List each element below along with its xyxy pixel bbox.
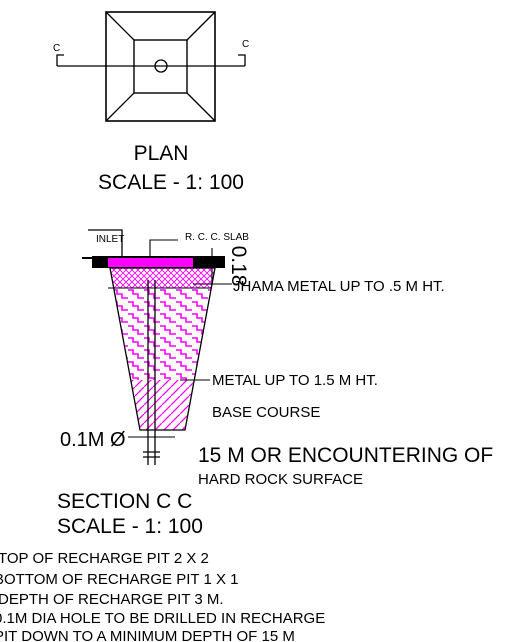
inlet-pipe xyxy=(88,229,123,256)
plan-title: PLAN xyxy=(134,142,189,165)
jhama-metal-layer xyxy=(110,268,215,288)
section-arrow-right xyxy=(238,54,246,66)
note-line: 0.1M DIA HOLE TO BE DRILLED IN RECHARGE xyxy=(0,610,325,627)
section-mark-left: C xyxy=(53,43,60,54)
depth-label-line1: 15 M OR ENCOUNTERING OF xyxy=(198,444,493,467)
note-line: TOP OF RECHARGE PIT 2 X 2 xyxy=(0,550,209,567)
section-view: INLET R. C. C. SLAB 0.18 JHAMA METAL UP … xyxy=(57,229,493,538)
plan-view: C C PLAN SCALE - 1: 100 xyxy=(53,11,249,194)
note-line: DEPTH OF RECHARGE PIT 3 M. xyxy=(0,591,224,608)
metal-label: METAL UP TO 1.5 M HT. xyxy=(212,372,378,389)
ground-line xyxy=(82,257,92,259)
note-line: BOTTOM OF RECHARGE PIT 1 X 1 xyxy=(0,571,239,588)
section-scale: SCALE - 1: 100 xyxy=(57,515,203,538)
pit-outline xyxy=(109,267,216,431)
notes: TOP OF RECHARGE PIT 2 X 2 BOTTOM OF RECH… xyxy=(0,550,325,642)
inlet-label: INLET xyxy=(96,234,124,245)
base-course-label: BASE COURSE xyxy=(212,404,320,421)
rcc-slab-leader xyxy=(149,239,178,256)
slab-top-fill xyxy=(108,258,193,267)
hole-diameter-label: 0.1M Ø xyxy=(60,429,126,451)
section-mark-right: C xyxy=(242,39,249,50)
depth-label-line2: HARD ROCK SURFACE xyxy=(198,471,363,488)
section-title: SECTION C C xyxy=(57,490,192,513)
base-course-layer xyxy=(110,380,215,430)
note-line: PIT DOWN TO A MINIMUM DEPTH OF 15 M xyxy=(0,628,295,642)
section-arrow-left xyxy=(56,54,64,66)
plan-scale: SCALE - 1: 100 xyxy=(98,171,244,194)
slab-dimension: 0.18 xyxy=(227,246,250,287)
metal-layer xyxy=(110,288,215,380)
rcc-slab-label: R. C. C. SLAB xyxy=(185,232,249,243)
jhama-label: JHAMA METAL UP TO .5 M HT. xyxy=(233,278,445,295)
